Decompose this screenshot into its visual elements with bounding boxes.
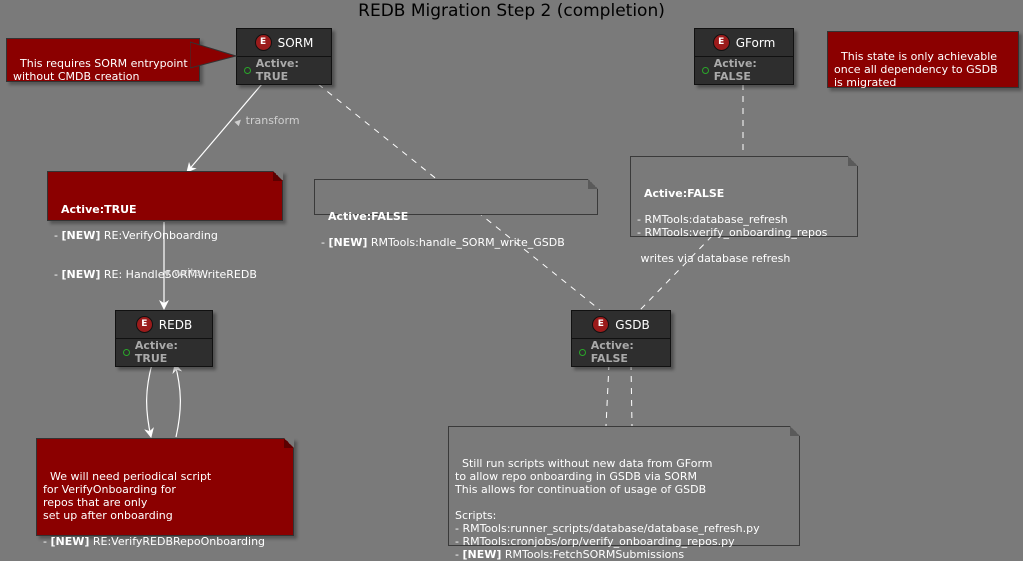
note-heading: Active:FALSE <box>328 210 409 223</box>
note-scripts: Still run scripts without new data from … <box>448 426 800 561</box>
note-line: - [NEW] RE:VerifyOnboarding <box>54 229 218 242</box>
entity-redb[interactable]: E REDB Active: TRUE <box>115 310 213 367</box>
note-gsdb-write: Active:FALSE - [NEW] RMTools:handle_SORM… <box>314 179 598 249</box>
attribute-text: Active: TRUE <box>255 57 299 83</box>
attribute-text: Active: TRUE <box>134 339 178 365</box>
entity-attribute: Active: TRUE <box>237 57 331 83</box>
note-text: We will need periodical script for Verif… <box>43 470 212 522</box>
entity-badge-icon: E <box>592 316 610 333</box>
entity-name: GForm <box>735 35 776 50</box>
entity-name: GSDB <box>615 317 650 332</box>
entity-name: REDB <box>158 317 193 332</box>
note-text: This requires SORM entrypoint without CM… <box>13 57 188 83</box>
edge-label-text: write <box>173 266 202 279</box>
edge-periodical-redb-up <box>172 363 183 438</box>
public-field-icon <box>123 348 130 356</box>
edge-label-transform: ▲ transform <box>233 114 300 127</box>
entity-name: SORM <box>277 35 314 50</box>
edge-label-text: transform <box>245 114 300 127</box>
entity-gsdb[interactable]: E GSDB Active: FALSE <box>571 310 671 367</box>
new-tag: [NEW] <box>328 236 368 249</box>
entity-header: E SORM <box>237 29 331 57</box>
note-heading: Active:FALSE <box>644 187 725 200</box>
public-field-icon <box>579 348 586 356</box>
note-text: This state is only achievable once all d… <box>834 50 998 89</box>
note-state-achievable: This state is only achievable once all d… <box>827 31 1019 89</box>
entity-attribute: Active: TRUE <box>116 339 212 365</box>
entity-attribute: Active: FALSE <box>572 339 670 365</box>
arrow-down-icon: ▼ <box>164 269 171 278</box>
edge-label-write: ▼ write <box>164 266 201 279</box>
edge-redb-periodical-down <box>144 363 154 438</box>
note-sorm-entrypoint: This requires SORM entrypoint without CM… <box>6 38 200 83</box>
note-redb-active: Active:TRUE - [NEW] RE:VerifyOnboarding … <box>47 171 283 281</box>
diagram-title: REDB Migration Step 2 (completion) <box>358 1 665 21</box>
note-text: - RMTools:database_refresh - RMTools:ver… <box>637 213 828 265</box>
entity-badge-icon: E <box>254 34 272 51</box>
edge-gsdb-scripts-left <box>605 363 610 427</box>
entity-header: E GSDB <box>572 311 670 339</box>
entity-attribute: Active: FALSE <box>695 57 793 83</box>
public-field-icon <box>702 66 709 74</box>
entity-badge-icon: E <box>712 34 730 51</box>
edge-gformnote-gsdb <box>639 235 713 311</box>
entity-sorm[interactable]: E SORM Active: TRUE <box>236 28 332 85</box>
entity-header: E GForm <box>695 29 793 57</box>
note-line: - [NEW] RE: HandleSORMWriteREDB <box>54 268 257 281</box>
new-tag: [NEW] <box>462 548 502 561</box>
attribute-text: Active: FALSE <box>713 57 757 83</box>
public-field-icon <box>244 66 251 74</box>
entity-gform[interactable]: E GForm Active: FALSE <box>694 28 794 85</box>
new-tag: [NEW] <box>50 535 90 548</box>
note-periodical-script: We will need periodical script for Verif… <box>36 438 294 548</box>
new-tag: [NEW] <box>61 229 101 242</box>
note-heading: Active:TRUE <box>61 203 137 216</box>
edge-gsdb-scripts-right <box>630 363 633 427</box>
note-text: Still run scripts without new data from … <box>455 457 760 548</box>
new-tag: [NEW] <box>61 268 101 281</box>
entity-header: E REDB <box>116 311 212 339</box>
attribute-text: Active: FALSE <box>590 339 634 365</box>
edge-sorm-transform <box>186 83 263 173</box>
note-pointer <box>190 41 238 69</box>
note-gform-active: Active:FALSE - RMTools:database_refresh … <box>630 156 858 265</box>
note-line: - [NEW] RMTools:handle_SORM_write_GSDB <box>321 236 565 249</box>
arrow-up-icon: ▲ <box>233 116 245 127</box>
entity-badge-icon: E <box>135 316 153 333</box>
